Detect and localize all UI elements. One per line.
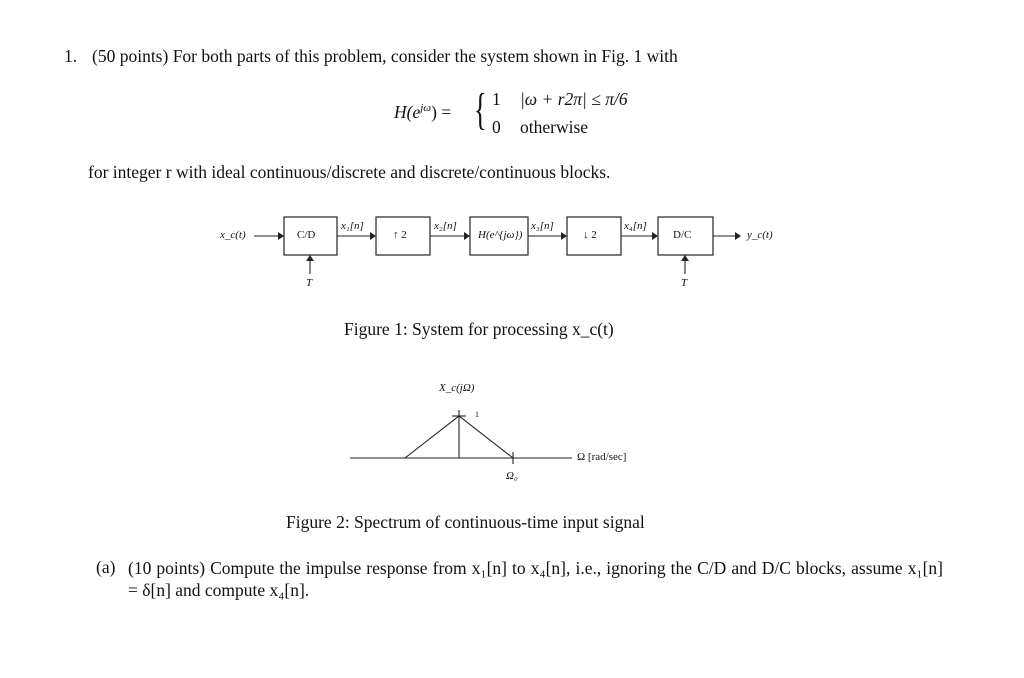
output-signal-label: y_c(t) — [747, 229, 773, 241]
cd-block — [283, 216, 338, 256]
problem-continuation: for integer r with ideal continuous/disc… — [88, 162, 611, 182]
spectrum-xlabel: Ω [rad/sec] — [577, 451, 627, 463]
arrow-head-icon — [735, 232, 741, 240]
signal-x2-label: x₂[n] — [434, 220, 457, 232]
problem-number: 1. — [64, 46, 78, 66]
signal-x1-label: x₁[n] — [341, 220, 364, 232]
sampling-period-label-dc: T — [681, 277, 688, 289]
case1-condition: |ω + r2π| ≤ π/6 — [520, 89, 628, 109]
arrow-head-icon — [464, 232, 470, 240]
arrow-up-icon — [681, 255, 689, 261]
arrow-up-icon — [306, 255, 314, 261]
case1-value: 1 — [492, 89, 501, 109]
sampling-period-label-cd: T — [306, 277, 313, 289]
upsample-block-label: ↑ 2 — [393, 229, 407, 241]
figure2-caption: Figure 2: Spectrum of continuous-time in… — [286, 512, 645, 532]
equation-brace: { — [474, 85, 487, 134]
arrow-head-icon — [278, 232, 284, 240]
part-a-text: (10 points) Compute the impulse response… — [128, 558, 943, 600]
figure1-caption: Figure 1: System for processing x_c(t) — [344, 319, 614, 339]
input-signal-label: x_c(t) — [220, 229, 246, 241]
downsample-block-label: ↓ 2 — [583, 229, 597, 241]
problem-intro: (50 points) For both parts of this probl… — [92, 46, 678, 66]
case2-value: 0 — [492, 117, 501, 137]
equation-lhs: H(ejω) = — [394, 102, 452, 122]
arrow-head-icon — [652, 232, 658, 240]
spectrum-ylabel: X_c(jΩ) — [439, 382, 475, 394]
arrow-head-icon — [370, 232, 376, 240]
omega0-label: Ω₀ — [506, 470, 518, 482]
arrow-head-icon — [561, 232, 567, 240]
filter-block-label: H(e^{jω}) — [478, 229, 523, 241]
peak-value-label: 1 — [475, 410, 479, 419]
spectrum-plot — [350, 410, 572, 464]
part-a-label: (a) — [96, 557, 116, 577]
dc-block-label: D/C — [673, 229, 692, 241]
cd-block-label: C/D — [297, 229, 316, 241]
block-diagram — [254, 216, 741, 274]
dc-block — [657, 216, 714, 256]
signal-x4-label: x₄[n] — [624, 220, 647, 232]
case2-condition: otherwise — [520, 117, 589, 137]
signal-x3-label: x₃[n] — [531, 220, 554, 232]
